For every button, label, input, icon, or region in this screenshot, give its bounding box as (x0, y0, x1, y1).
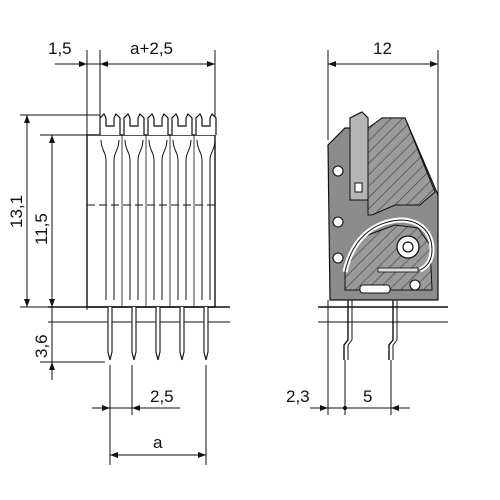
lever-window (354, 182, 363, 193)
dim-dot (343, 406, 347, 410)
arrow (49, 299, 55, 307)
mounting-hole (332, 252, 344, 264)
dim-pitch-label: 2,5 (150, 387, 174, 406)
arrow (79, 61, 87, 67)
pole-comb (171, 112, 193, 135)
arrow (328, 61, 336, 67)
clamp-spring-outline (344, 219, 433, 273)
pole-slot (124, 139, 144, 300)
dim-body-height-label: 11,5 (32, 213, 51, 245)
pole-slot (100, 139, 120, 300)
base-slot (359, 284, 391, 294)
pole-slot (148, 139, 168, 300)
front-pin (131, 307, 137, 361)
arrow (49, 135, 55, 143)
pole-slot (196, 139, 216, 300)
arrow (207, 61, 215, 67)
arrow (49, 362, 55, 370)
arrow (320, 405, 328, 411)
pole-comb (195, 112, 217, 135)
arrow (132, 405, 140, 411)
side-pin-left-edge (347, 300, 353, 360)
wire-entry-inner (402, 241, 414, 253)
arrow (102, 405, 110, 411)
pole-slot (172, 139, 192, 300)
side-pin-right-edge (392, 300, 398, 360)
front-pin (155, 307, 161, 361)
arrow (24, 299, 30, 307)
front-pin (203, 307, 209, 361)
side-pin-left (343, 300, 349, 360)
mounting-hole (409, 279, 421, 291)
front-pin (107, 307, 113, 361)
dim-left-top-label: 1,5 (48, 39, 72, 58)
arrow (430, 61, 438, 67)
arrow (198, 452, 206, 458)
contact-plate (377, 267, 419, 273)
arrow (391, 405, 399, 411)
side-view: 12 (286, 39, 448, 415)
hatched-section (367, 117, 436, 216)
dim-pitch-top-label: a+2,5 (130, 39, 173, 58)
front-pins (107, 307, 209, 361)
dim-total-height-label: 13,1 (7, 195, 26, 228)
mounting-hole (332, 216, 344, 228)
pole-comb (123, 112, 145, 135)
front-view: 1,5 a+2,5 13,1 11,5 3,6 (7, 39, 230, 465)
arrow (24, 115, 30, 123)
mounting-hole (332, 165, 344, 177)
front-pin (179, 307, 185, 361)
release-lever (349, 111, 369, 201)
dim-pin-length-label: 3,6 (32, 334, 51, 358)
arrow (110, 452, 118, 458)
dim-width-label: 12 (373, 39, 392, 58)
dim-a-label: a (153, 433, 163, 452)
side-pin-right (388, 300, 394, 360)
pole-comb (147, 112, 169, 135)
contact-slots (99, 112, 217, 307)
pole-comb (99, 112, 121, 135)
dim-pin-spacing-label: 5 (363, 387, 372, 406)
dim-offset-label: 2,3 (286, 387, 310, 406)
